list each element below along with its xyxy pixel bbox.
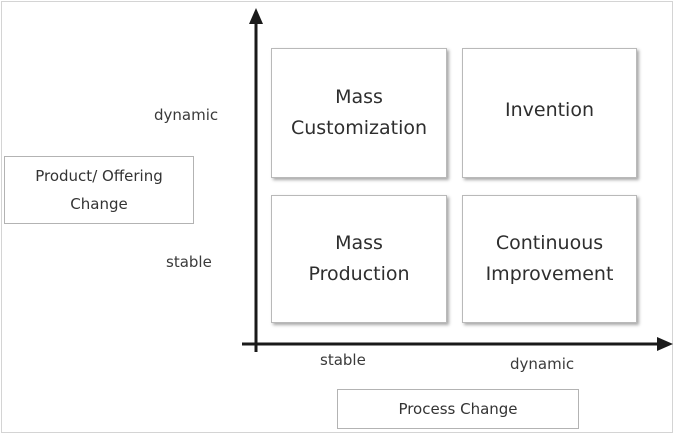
x-axis-arrowhead — [657, 337, 673, 351]
y-axis-high-label: dynamic — [154, 106, 219, 124]
y-axis-low-label: stable — [166, 253, 212, 271]
y-axis-title-line: Product/ Offering — [35, 167, 163, 185]
y-axis-title-line: Change — [70, 195, 128, 213]
quadrant-label-line: Mass — [335, 232, 383, 254]
y-axis-arrowhead — [249, 8, 263, 24]
quadrant-label-line: Invention — [504, 99, 595, 121]
quadrant-label-line: Continuous — [495, 232, 604, 254]
x-axis-high-label: dynamic — [510, 355, 575, 373]
quadrant-continuous-improvement: Continuous Improvement — [462, 195, 637, 323]
quadrant-label-line: Mass — [335, 86, 383, 108]
x-axis-low-label: stable — [320, 351, 366, 369]
x-axis-title-box: Process Change — [337, 389, 579, 429]
x-axis-title: Process Change — [398, 400, 518, 418]
y-axis-title-box: Product/ Offering Change — [4, 156, 194, 224]
quadrant-invention: Invention — [462, 48, 637, 178]
quadrant-label-line: Customization — [290, 117, 428, 139]
quadrant-mass-customization: Mass Customization — [271, 48, 447, 178]
quadrant-mass-production: Mass Production — [271, 195, 447, 323]
quadrant-label-line: Improvement — [485, 263, 614, 285]
quadrant-label-line: Production — [308, 263, 410, 285]
